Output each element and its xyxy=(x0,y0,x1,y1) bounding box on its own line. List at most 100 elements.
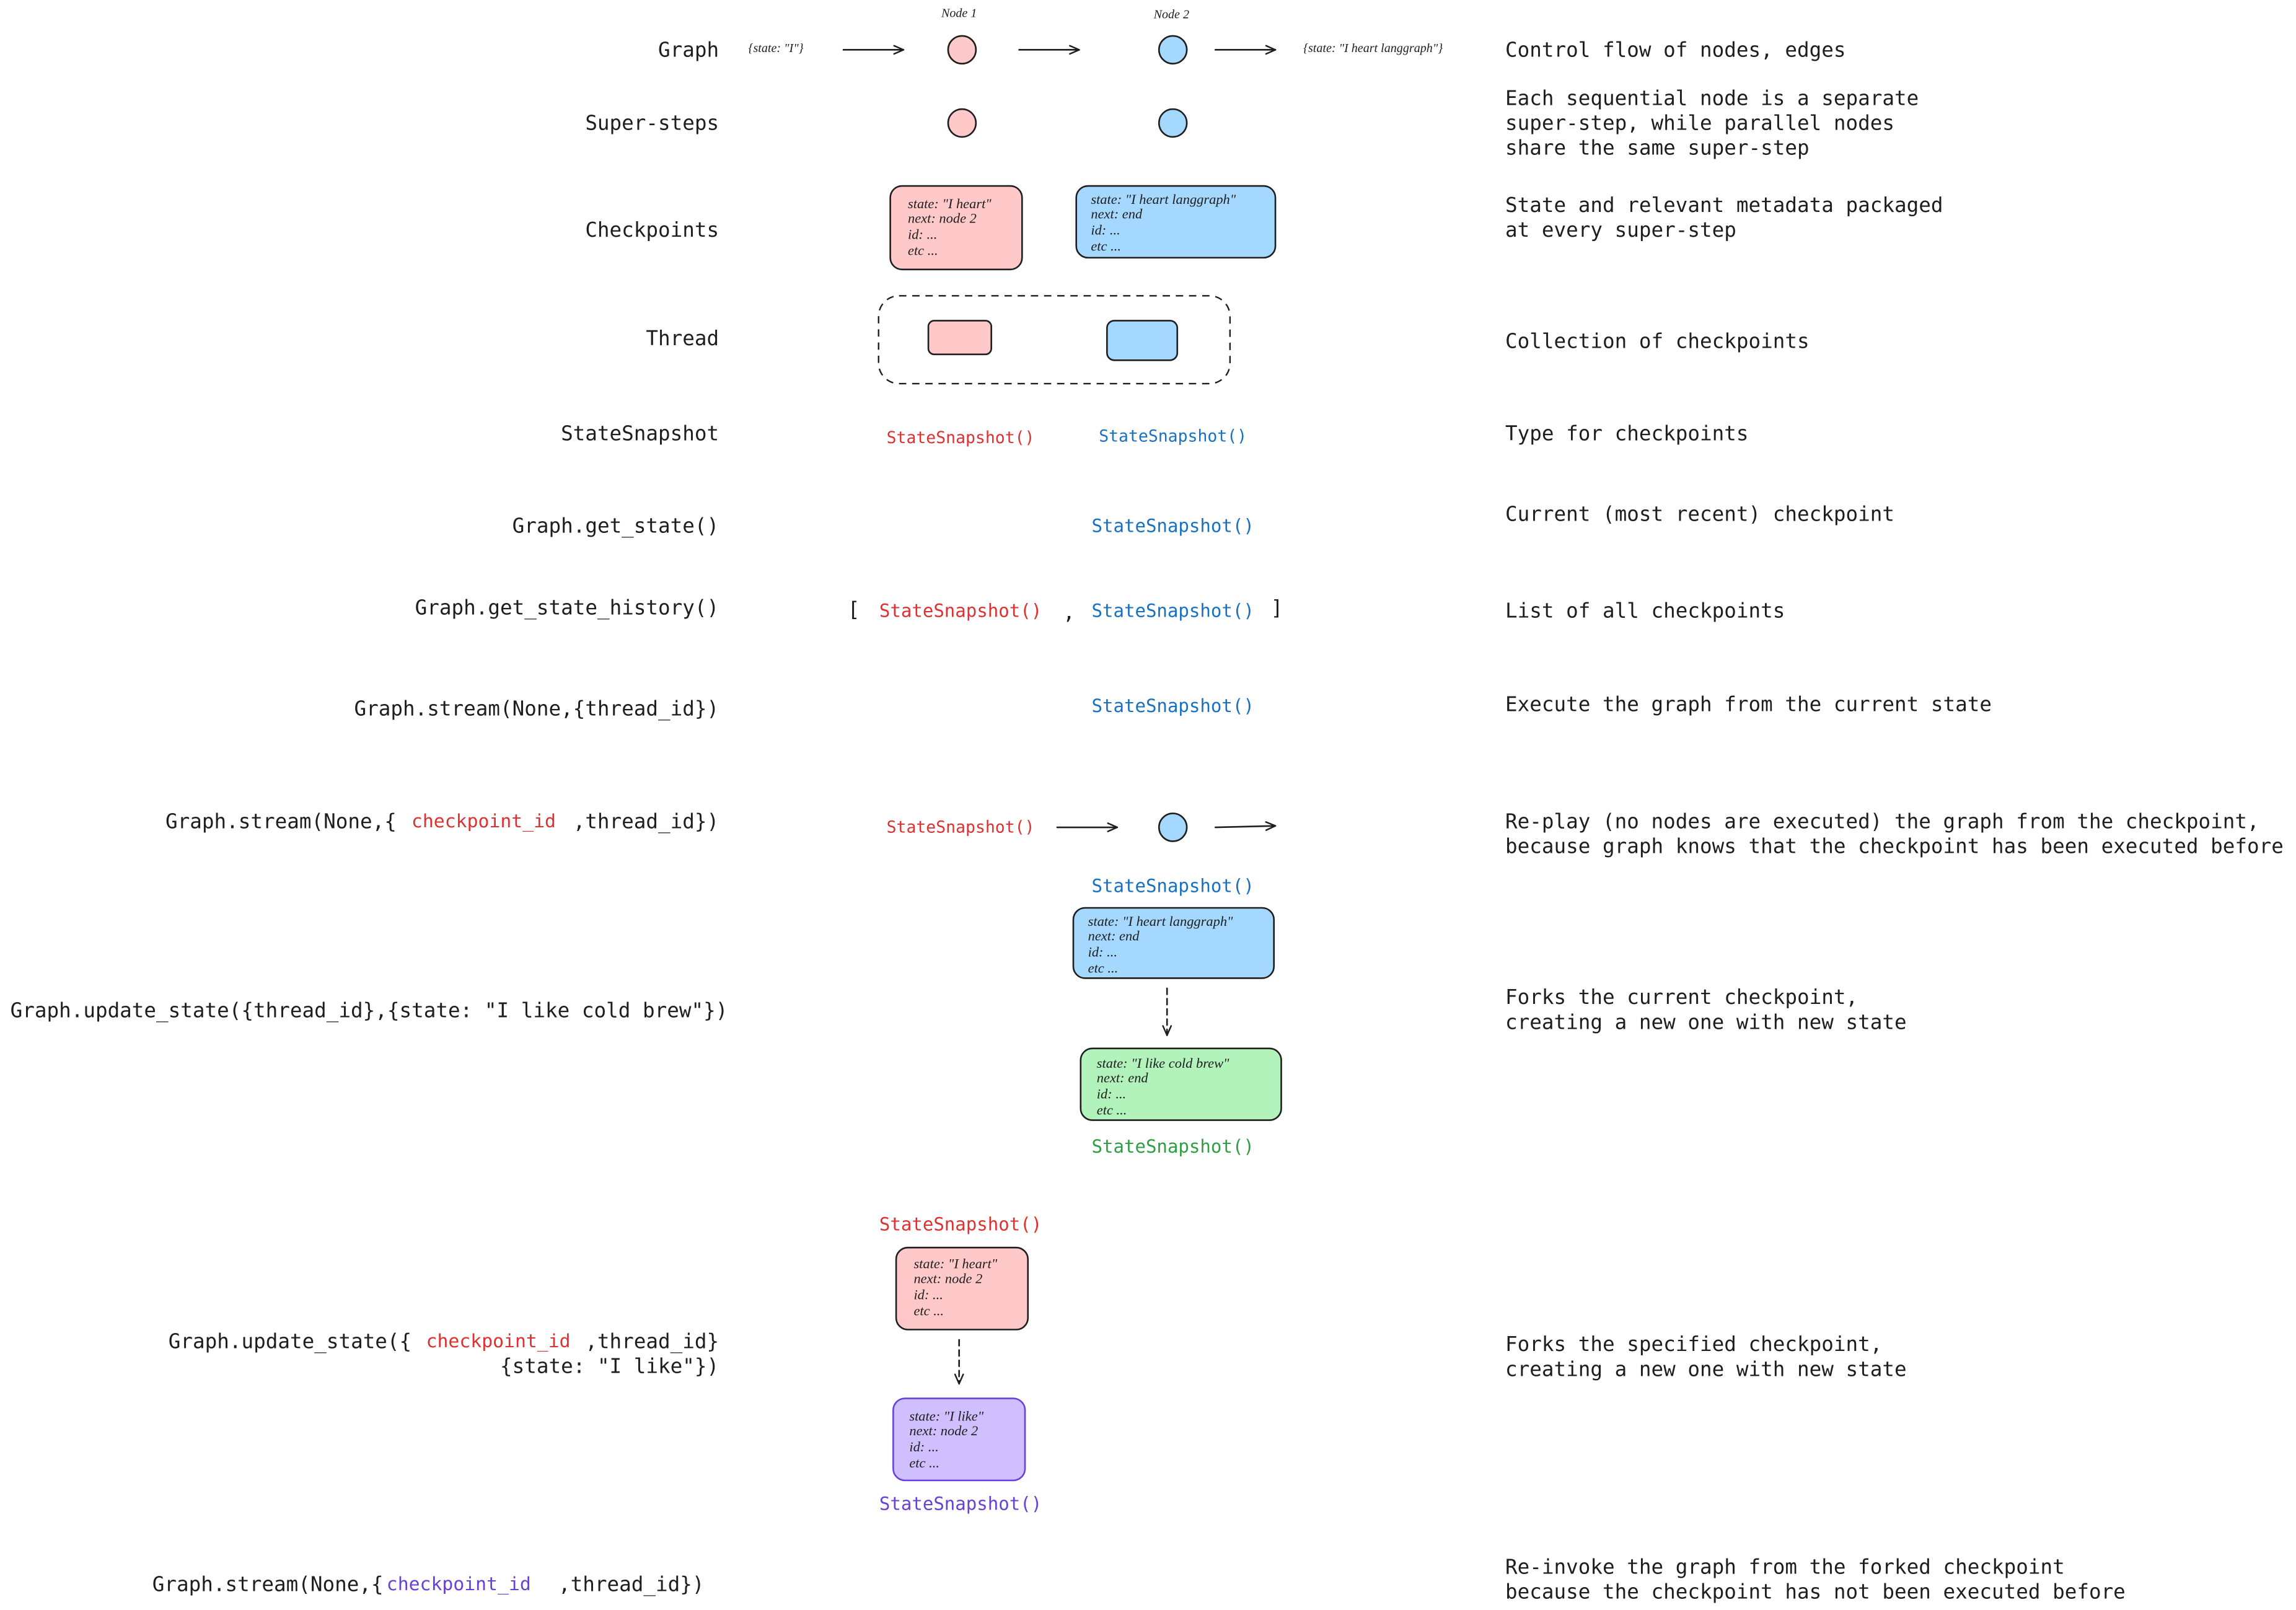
description-get-state: Current (most recent) checkpoint xyxy=(1505,502,1894,526)
get-state-snapshot: StateSnapshot() xyxy=(1092,515,1254,536)
specified-checkpoint-box xyxy=(895,1246,1029,1331)
row-label-update-specified-line2: {state: "I like"}) xyxy=(500,1355,719,1378)
specified-checkpoint-id: id: ... xyxy=(913,1287,943,1302)
checkpoint-2-etc: etc ... xyxy=(1091,238,1121,253)
replay-snapshot: StateSnapshot() xyxy=(887,818,1035,837)
forked-i-like-checkpoint-box xyxy=(892,1397,1026,1482)
description-checkpoints-line-2: at every super-step xyxy=(1505,218,1736,242)
row-label-thread: Thread xyxy=(646,327,719,350)
super-step-1-circle xyxy=(947,108,977,138)
graph-output-state: {state: "I heart langgraph"} xyxy=(1303,42,1443,55)
current-checkpoint-next: next: end xyxy=(1088,928,1140,943)
update-current-forked-snapshot: StateSnapshot() xyxy=(1092,1136,1254,1157)
row-label-replay-checkpoint-id: checkpoint_id xyxy=(411,811,556,832)
stream-snapshot: StateSnapshot() xyxy=(1092,695,1254,716)
specified-checkpoint-state: state: "I heart" xyxy=(913,1256,997,1272)
row-label-replay-prefix: Graph.stream(None,{ xyxy=(165,810,397,834)
i-like-checkpoint-id: id: ... xyxy=(909,1439,938,1454)
thread-checkpoint-1-box xyxy=(927,320,992,356)
update-specified-forked-snapshot: StateSnapshot() xyxy=(879,1493,1042,1515)
forked-cold-brew-checkpoint-box xyxy=(1080,1047,1282,1121)
statesnapshot-row-snapshot-1: StateSnapshot() xyxy=(887,428,1035,447)
description-super-steps-line-2: super-step, while parallel nodes xyxy=(1505,111,1894,134)
description-reinvoke-line-2: because the checkpoint has not been exec… xyxy=(1505,1580,2126,1603)
i-like-checkpoint-next: next: node 2 xyxy=(909,1423,978,1438)
row-label-reinvoke-checkpoint-id: checkpoint_id xyxy=(387,1573,531,1595)
description-graph: Control flow of nodes, edges xyxy=(1505,38,1845,61)
checkpoint-2-next: next: end xyxy=(1091,206,1143,221)
row-label-update-state-current: Graph.update_state({thread_id},{state: "… xyxy=(11,998,728,1022)
row-label-stream: Graph.stream(None,{thread_id}) xyxy=(354,697,719,721)
description-super-steps-line-3: share the same super-step xyxy=(1505,136,1810,160)
row-label-super-steps: Super-steps xyxy=(585,111,719,134)
checkpoint-1-etc: etc ... xyxy=(908,243,938,258)
description-stream: Execute the graph from the current state xyxy=(1505,693,1992,716)
diagram-shapes xyxy=(889,35,1282,1482)
checkpoint-2-state: state: "I heart langgraph" xyxy=(1091,191,1236,207)
i-like-checkpoint-etc: etc ... xyxy=(909,1455,939,1471)
checkpoint-1-state: state: "I heart" xyxy=(908,196,992,211)
checkpoint-2-box xyxy=(1075,185,1277,259)
description-reinvoke-line-1: Re-invoke the graph from the forked chec… xyxy=(1505,1555,2065,1578)
row-label-update-specified-prefix: Graph.update_state({ xyxy=(169,1329,411,1353)
row-label-graph: Graph xyxy=(658,38,719,61)
history-separator: , xyxy=(1063,600,1075,624)
current-checkpoint-id: id: ... xyxy=(1088,944,1117,959)
row-label-replay-suffix: ,thread_id}) xyxy=(573,810,719,834)
history-close-bracket: ] xyxy=(1270,596,1283,620)
left-label-column: Graph Super-steps Checkpoints Thread Sta… xyxy=(11,38,728,1596)
row-label-checkpoints: Checkpoints xyxy=(585,218,719,242)
statesnapshot-row-snapshot-2: StateSnapshot() xyxy=(1099,427,1247,446)
right-description-column: Control flow of nodes, edges Each sequen… xyxy=(1505,38,2284,1603)
row-label-update-specified-suffix: ,thread_id} xyxy=(585,1329,719,1353)
cold-brew-checkpoint-etc: etc ... xyxy=(1097,1102,1127,1118)
handwritten-annotations: {state: "I"} Node 1 Node 2 {state: "I he… xyxy=(748,6,1443,1471)
cold-brew-checkpoint-state: state: "I like cold brew" xyxy=(1097,1055,1229,1071)
current-checkpoint-etc: etc ... xyxy=(1088,960,1119,975)
description-get-state-history: List of all checkpoints xyxy=(1505,599,1785,622)
row-label-get-state: Graph.get_state() xyxy=(512,514,719,537)
node-2-circle xyxy=(1158,35,1188,65)
update-specified-source-snapshot: StateSnapshot() xyxy=(879,1213,1042,1234)
checkpoint-1-next: next: node 2 xyxy=(908,211,977,226)
row-label-statesnapshot: StateSnapshot xyxy=(561,421,719,445)
super-step-2-circle xyxy=(1158,108,1188,138)
description-update-specified-line-1: Forks the specified checkpoint, xyxy=(1505,1332,1882,1356)
description-update-current-line-1: Forks the current checkpoint, xyxy=(1505,985,1858,1009)
thread-checkpoint-2-box xyxy=(1106,320,1179,361)
history-snapshot-1: StateSnapshot() xyxy=(879,600,1042,621)
arrows xyxy=(842,45,1277,1385)
i-like-checkpoint-state: state: "I like" xyxy=(909,1408,983,1423)
graph-input-state: {state: "I"} xyxy=(748,42,803,55)
checkpoint-1-id: id: ... xyxy=(908,227,937,242)
arrow-replay-from-node xyxy=(1214,821,1277,831)
description-replay-line-1: Re-play (no nodes are executed) the grap… xyxy=(1505,810,2259,834)
specified-checkpoint-next: next: node 2 xyxy=(913,1270,982,1286)
history-snapshot-2: StateSnapshot() xyxy=(1092,600,1254,621)
description-statesnapshot: Type for checkpoints xyxy=(1505,421,1748,445)
cold-brew-checkpoint-next: next: end xyxy=(1097,1070,1149,1086)
row-label-get-state-history: Graph.get_state_history() xyxy=(415,596,719,620)
current-checkpoint-box xyxy=(1072,907,1275,979)
row-label-reinvoke-suffix: ,thread_id}) xyxy=(558,1573,704,1596)
description-update-current-line-2: creating a new one with new state xyxy=(1505,1010,1907,1034)
row-label-update-specified-checkpoint-id: checkpoint_id xyxy=(426,1331,571,1352)
statesnapshot-labels: StateSnapshot() StateSnapshot() StateSna… xyxy=(848,427,1283,1515)
current-checkpoint-state: state: "I heart langgraph" xyxy=(1088,913,1233,929)
checkpoint-1-box xyxy=(889,185,1023,271)
node-1-label: Node 1 xyxy=(941,6,977,20)
description-super-steps-line-1: Each sequential node is a separate xyxy=(1505,86,1919,110)
node-2-label: Node 2 xyxy=(1153,8,1189,22)
description-replay-line-2: because graph knows that the checkpoint … xyxy=(1505,835,2284,858)
specified-checkpoint-etc: etc ... xyxy=(913,1303,944,1318)
cold-brew-checkpoint-id: id: ... xyxy=(1097,1086,1126,1102)
description-update-specified-line-2: creating a new one with new state xyxy=(1505,1357,1907,1381)
description-checkpoints-line-1: State and relevant metadata packaged xyxy=(1505,193,1943,217)
node-1-circle xyxy=(947,35,977,65)
description-thread: Collection of checkpoints xyxy=(1505,330,1810,353)
replay-node-circle xyxy=(1158,812,1188,842)
row-label-reinvoke-prefix: Graph.stream(None,{ xyxy=(152,1573,384,1596)
checkpoint-2-id: id: ... xyxy=(1091,222,1120,237)
